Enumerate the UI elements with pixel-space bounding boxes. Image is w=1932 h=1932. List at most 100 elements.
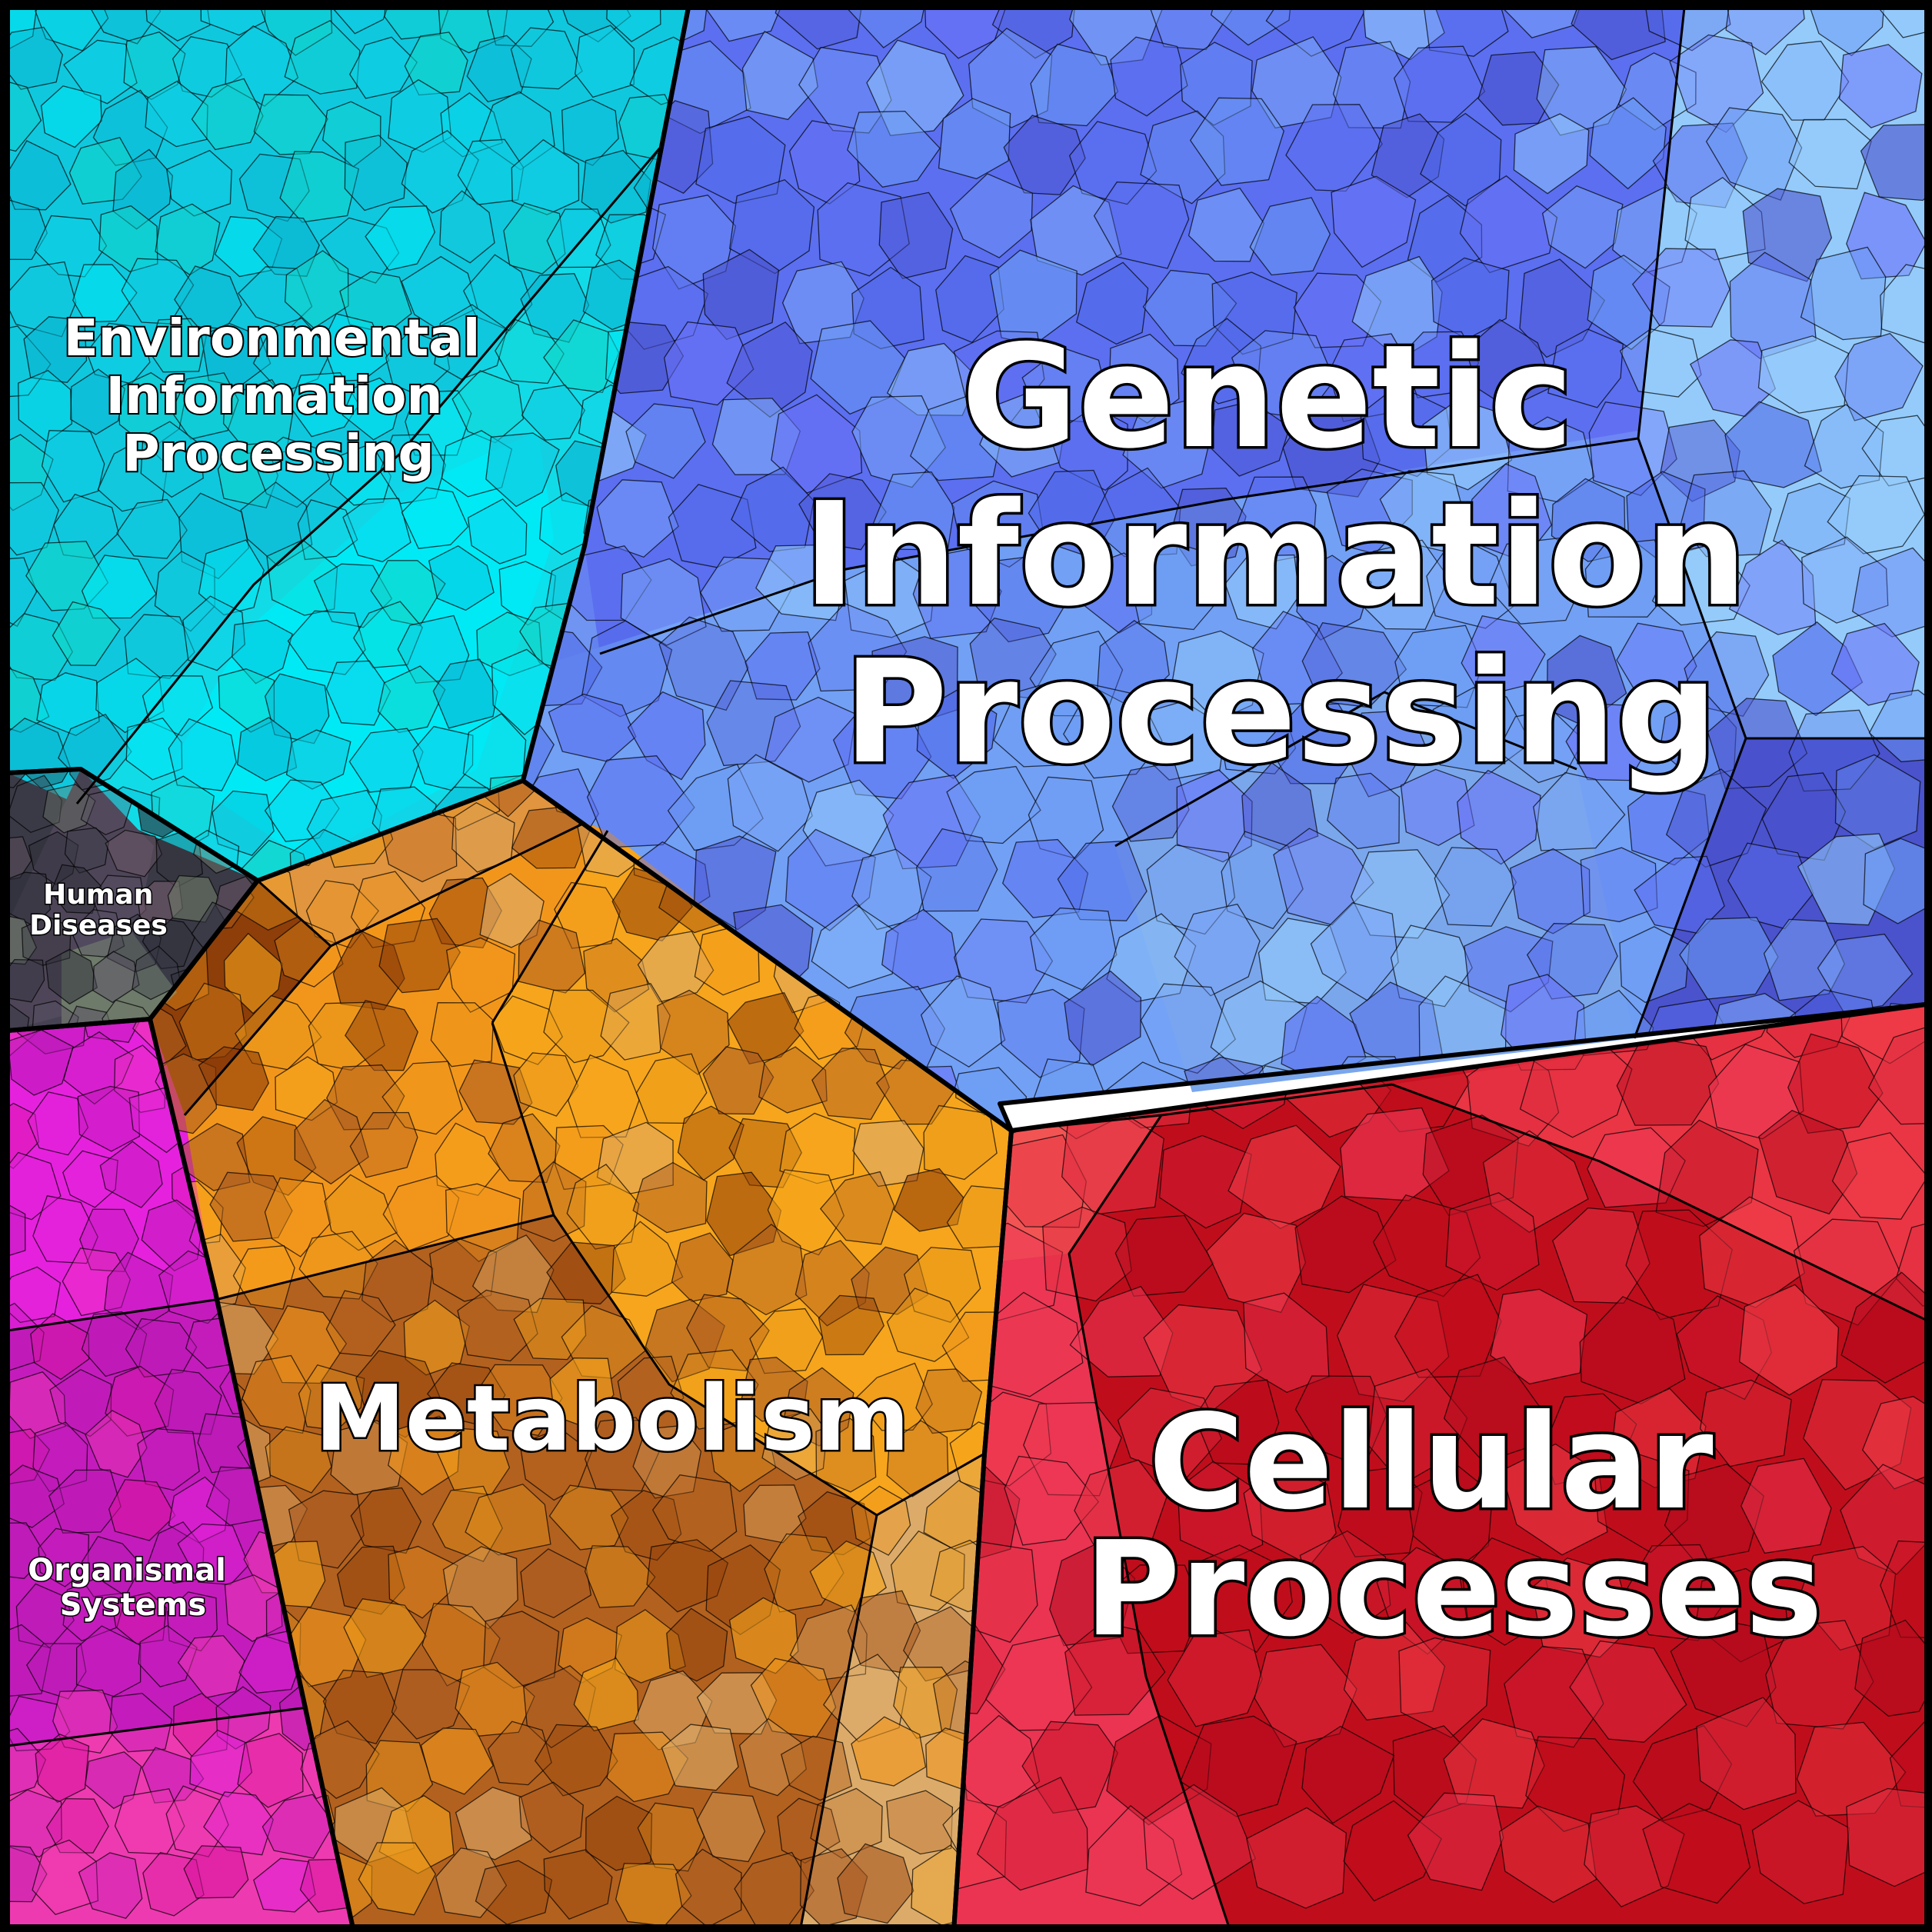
cellular-cell	[1243, 1292, 1330, 1394]
environmental-cell	[606, 8, 661, 42]
environmental-cell	[288, 372, 360, 438]
genetic-cell	[1464, 318, 1554, 409]
genetic-cell	[664, 321, 754, 406]
genetic-cell	[1249, 197, 1331, 276]
environmental-cell	[485, 432, 560, 508]
organismal-cell	[85, 1751, 142, 1810]
genetic-cell	[1619, 328, 1702, 398]
metabolism-cell	[455, 1661, 535, 1737]
genetic-cell	[1003, 115, 1086, 195]
organismal-cell	[32, 1195, 98, 1264]
metabolism-cell	[651, 1474, 738, 1553]
genetic-cell	[878, 192, 954, 279]
organismal-cell	[35, 1734, 90, 1804]
environmental-cell	[40, 85, 102, 148]
metabolism-cell	[519, 1427, 592, 1501]
organismal-cell	[183, 1845, 249, 1899]
organismal-cell	[138, 1624, 198, 1687]
environmental-cell	[253, 436, 331, 508]
genetic-cell	[1057, 840, 1148, 921]
environmental-cell	[8, 557, 38, 628]
genetic-cell	[1265, 8, 1369, 57]
organismal-cell	[8, 1844, 48, 1903]
metabolism-cell	[150, 990, 187, 1075]
genetic-cell	[1075, 261, 1149, 345]
organismal-label: Organismal Systems	[28, 1553, 237, 1623]
genetic-cell	[1189, 97, 1285, 186]
genetic-cell	[1064, 970, 1142, 1067]
metabolism-cell	[738, 1717, 808, 1797]
environmental-cell	[174, 265, 242, 330]
environmental-cell	[385, 330, 451, 397]
organismal-cell	[62, 1150, 118, 1208]
environmental-cell	[252, 215, 320, 277]
genetic-cell	[1273, 828, 1374, 926]
cellular-cell	[1100, 1564, 1202, 1654]
organismal-cell	[45, 1797, 109, 1854]
metabolism-cell	[520, 1161, 587, 1242]
genetic-cell	[1379, 470, 1465, 552]
metabolism-cell	[345, 1000, 419, 1071]
genetic-cell	[1049, 405, 1128, 491]
metabolism-cell	[617, 1355, 685, 1422]
metabolism-cell	[445, 937, 516, 1013]
cellular-cell	[1707, 1044, 1804, 1140]
environmental-cell	[36, 672, 100, 737]
human-cell	[8, 774, 63, 834]
organismal-cell	[8, 1464, 65, 1528]
cellular-cell	[1398, 1637, 1491, 1738]
environmental-cell	[285, 729, 351, 790]
metabolism-cell	[543, 1849, 613, 1920]
genetic-cell	[1343, 709, 1427, 798]
genetic-label: Genetic Information Processing	[803, 314, 1797, 795]
environmental-cell	[412, 725, 474, 791]
genetic-cell	[1565, 703, 1652, 781]
cellular-cell	[1525, 1736, 1626, 1833]
cellular-cell	[1085, 1804, 1183, 1907]
genetic-cell	[938, 98, 1011, 180]
environmental-cell	[8, 199, 48, 261]
metabolism-cell	[358, 1842, 437, 1916]
cellular-cell	[1625, 1209, 1733, 1321]
genetic-cell	[1863, 838, 1932, 924]
metabolism-cell	[388, 1415, 461, 1496]
environmental-cell	[222, 378, 294, 454]
cellular-cell	[1158, 1134, 1252, 1229]
genetic-cell	[1457, 769, 1541, 865]
genetic-cell	[706, 680, 801, 767]
cellular-cell	[1167, 1629, 1263, 1727]
cellular-cell	[1490, 1288, 1588, 1385]
metabolism-cell	[728, 1597, 799, 1674]
genetic-cell	[1140, 110, 1226, 205]
genetic-cell	[1477, 51, 1560, 126]
environmental-cell	[218, 668, 275, 733]
human-cell	[8, 958, 45, 1003]
metabolism-cell	[851, 1716, 927, 1787]
environmental-cell	[52, 601, 121, 666]
metabolism-cell	[264, 1177, 331, 1257]
metabolism-cell	[637, 1802, 705, 1872]
genetic-cell	[1641, 8, 1731, 52]
cellular-cell	[1765, 1620, 1874, 1730]
genetic-cell	[1068, 121, 1158, 205]
environmental-cell	[125, 717, 183, 781]
organismal-cell	[105, 1365, 175, 1437]
organismal-cell	[114, 1788, 185, 1855]
metabolism-cell	[923, 1104, 998, 1181]
cellular-cell	[1196, 1544, 1293, 1653]
metabolism-cell	[479, 873, 545, 948]
genetic-cell	[920, 975, 1006, 1068]
genetic-cell	[1093, 182, 1190, 269]
metabolism-cell	[686, 1294, 770, 1371]
metabolism-cell	[420, 1727, 494, 1795]
metabolism-cell	[611, 1221, 684, 1297]
metabolism-cell	[886, 1420, 949, 1497]
genetic-cell	[1589, 97, 1667, 190]
cellular-cell	[1114, 1214, 1214, 1297]
cellular-cell	[1498, 1805, 1597, 1904]
genetic-cell	[1110, 36, 1188, 117]
organismal-cell	[79, 1019, 143, 1044]
genetic-cell	[1001, 838, 1089, 918]
metabolism-cell	[750, 1657, 837, 1738]
environmental-cell	[462, 254, 533, 331]
